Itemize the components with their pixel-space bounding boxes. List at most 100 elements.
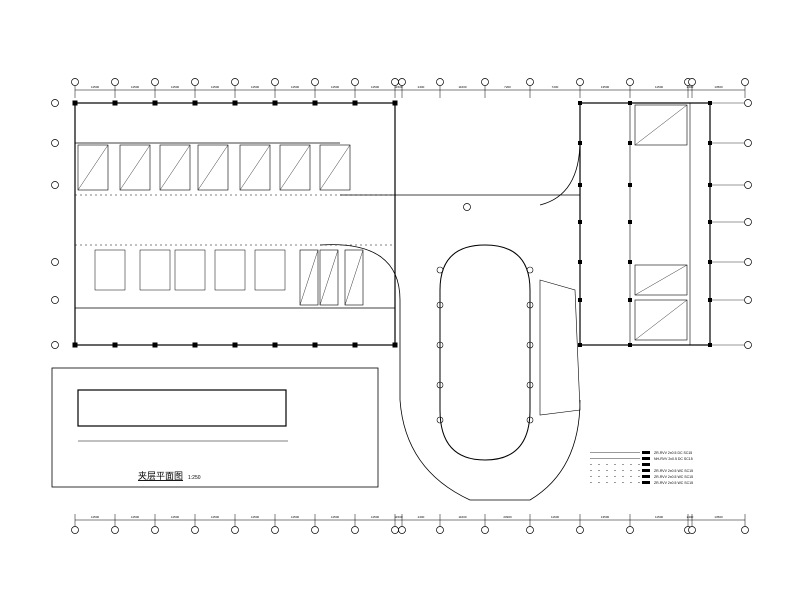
dimension-label: 11500 (251, 515, 259, 519)
axis-bubble-left (51, 258, 59, 266)
building-outline (51, 102, 711, 501)
dimension-label: 11500 (291, 515, 299, 519)
legend-entry: ZR-RVV 2x0.5 DC SC15 (654, 451, 692, 455)
legend-entry: ZR-RVV 2x0.5 WC SC15 (654, 469, 693, 473)
inset-scale: 1:250 (188, 475, 201, 481)
axis-bubble-bottom (71, 526, 79, 534)
room (319, 249, 339, 306)
dimension-label: 2400 (687, 85, 694, 89)
legend-symbol (642, 469, 650, 472)
axis-bubble-top (71, 78, 79, 86)
axis-bubble-bottom (351, 526, 359, 534)
dimension-label: 11500 (291, 85, 299, 89)
axis-bubble-bottom (191, 526, 199, 534)
dimension-label: 11500 (211, 85, 219, 89)
dimension-label: 11500 (371, 515, 379, 519)
axis-bubble-bottom (741, 526, 749, 534)
room (634, 299, 688, 341)
axis-bubble-bottom (526, 526, 534, 534)
axis-bubble-bottom (311, 526, 319, 534)
axis-bubble-right (744, 258, 752, 266)
legend-symbol (642, 463, 650, 466)
axis-bubble-left (51, 341, 59, 349)
right-block-wall (579, 102, 711, 346)
axis-bubble-bottom (626, 526, 634, 534)
dimension-label: 11500 (171, 85, 179, 89)
room (319, 144, 351, 191)
stand-area (539, 279, 581, 416)
dimension-label: 13500 (714, 85, 723, 89)
dimension-label: 11500 (91, 515, 99, 519)
legend-symbol (642, 457, 650, 460)
axis-bubble-top (271, 78, 279, 86)
room (119, 144, 151, 191)
room-hatch (319, 249, 339, 306)
dimension-label: 11500 (131, 85, 139, 89)
room-hatches (77, 104, 688, 341)
dimension-label: 11500 (171, 515, 179, 519)
oval-track (439, 244, 531, 461)
axis-bubble-top (351, 78, 359, 86)
dimension-label: 11500 (251, 85, 259, 89)
legend-symbol (642, 451, 650, 454)
axis-bubble-top (398, 78, 406, 86)
dimension-label: 2400 (418, 85, 425, 89)
dimension-label: 11500 (394, 515, 402, 519)
axis-bubble-bottom (391, 526, 399, 534)
axis-bubble-center (463, 203, 471, 211)
equipment-room (174, 249, 206, 291)
room-hatch (77, 144, 109, 191)
equipment-room (214, 249, 246, 291)
axis-bubble-right (744, 99, 752, 107)
arena-outline (319, 244, 581, 501)
axis-bubble-bottom (111, 526, 119, 534)
legend-entry: ZR-RVV 2x0.5 WC SC15 (654, 481, 693, 485)
dimension-label: 11500 (331, 85, 339, 89)
room (279, 144, 311, 191)
room (299, 249, 319, 306)
axis-bubble-top (311, 78, 319, 86)
room-hatch (119, 144, 151, 191)
dimension-label: 7200 (552, 85, 559, 89)
dimension-label: 11600 (551, 515, 559, 519)
legend-symbol (642, 475, 650, 478)
dimension-label: 11500 (394, 85, 402, 89)
dimension-label: 11600 (458, 515, 466, 519)
equipment-room (139, 249, 171, 291)
room-hatch (319, 144, 351, 191)
axis-bubble-top (526, 78, 534, 86)
dimension-label: 7200 (504, 85, 511, 89)
axis-bubble-bottom (271, 526, 279, 534)
inset-mezzanine-wall (77, 389, 287, 427)
axis-bubble-right (744, 181, 752, 189)
room (159, 144, 191, 191)
equipment-room (94, 249, 126, 291)
axis-bubble-bottom (231, 526, 239, 534)
axis-bubble-right (744, 341, 752, 349)
dimension-label: 13500 (601, 85, 610, 89)
axis-bubble-bottom (398, 526, 406, 534)
room-hatch (197, 144, 229, 191)
dimension-label: 13500 (714, 515, 723, 519)
equipment-room (254, 249, 286, 291)
dimension-label: 20900 (503, 515, 512, 519)
room-hatch (239, 144, 271, 191)
legend-symbol (642, 481, 650, 484)
axis-bubble-right (744, 296, 752, 304)
legend-entry: ZR-RVV 2x0.5 WC SC15 (654, 475, 693, 479)
room (239, 144, 271, 191)
room (634, 264, 688, 296)
dimension-label: 11500 (655, 85, 663, 89)
inset-title: 夹层平面图 (138, 470, 183, 481)
dimension-label: 13500 (601, 515, 610, 519)
axis-bubble-left (51, 181, 59, 189)
axis-bubble-bottom (436, 526, 444, 534)
room-hatch (634, 104, 688, 146)
axis-bubble-right (744, 218, 752, 226)
axis-bubble-bottom (576, 526, 584, 534)
dimension-label: 11500 (131, 515, 139, 519)
axis-bubble-top (626, 78, 634, 86)
